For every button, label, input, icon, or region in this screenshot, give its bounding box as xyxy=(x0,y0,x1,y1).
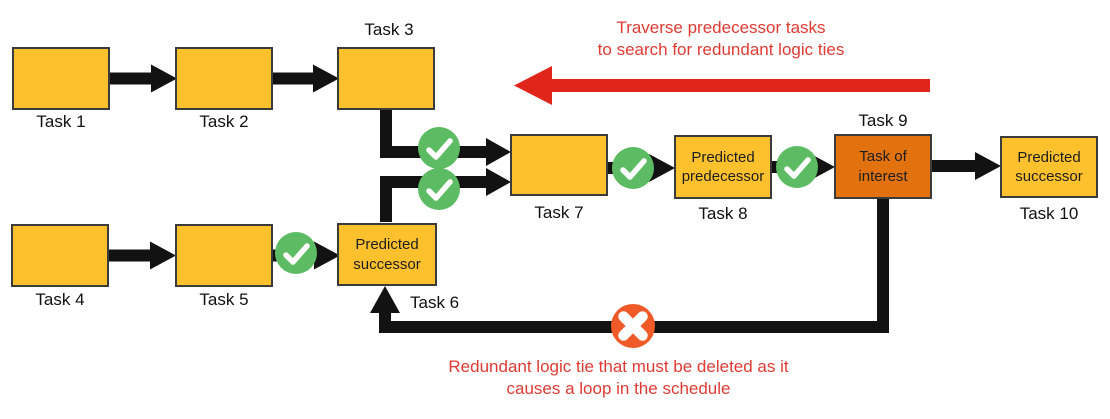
arrow-task2-to-task3 xyxy=(273,64,339,93)
task10-box: Predicted successor xyxy=(1000,136,1098,198)
redundant-tie-note-line2: causes a loop in the schedule xyxy=(506,378,731,398)
traverse-left-arrow-icon xyxy=(514,66,930,105)
task6-box: Predicted successor xyxy=(337,223,437,286)
task8-label: Task 8 xyxy=(698,204,748,223)
check-icon-task3-task7 xyxy=(418,127,460,169)
task7-box xyxy=(510,134,608,196)
task8-body-text: Predicted predecessor xyxy=(681,148,765,185)
arrow-task1-to-task2 xyxy=(110,64,177,93)
traverse-note: Traverse predecessor tasks to search for… xyxy=(531,17,911,61)
check-icon-task5-task6 xyxy=(275,232,317,274)
task9-box-task-of-interest: Task of interest xyxy=(834,134,932,199)
task1-box xyxy=(12,47,110,110)
traverse-note-line1: Traverse predecessor tasks xyxy=(616,18,826,37)
task7-label: Task 7 xyxy=(534,203,584,222)
task8-box: Predicted predecessor xyxy=(674,135,772,199)
task9-body-text: Task of interest xyxy=(858,148,908,185)
task3-box xyxy=(337,47,435,110)
arrow-task4-to-task5 xyxy=(109,241,176,270)
check-icon-task7-task8 xyxy=(612,147,654,189)
task1-label: Task 1 xyxy=(36,112,86,131)
task6-body-text: Predicted successor xyxy=(353,236,421,273)
redundant-tie-note-line1: Redundant logic tie that must be deleted… xyxy=(448,357,789,376)
task3-label: Task 3 xyxy=(364,20,414,39)
traverse-note-line2: to search for redundant logic ties xyxy=(597,39,845,59)
task5-box xyxy=(175,224,273,287)
task5-label: Task 5 xyxy=(199,290,249,309)
task9-label: Task 9 xyxy=(858,111,908,130)
task4-box xyxy=(11,224,109,287)
arrow-task9-to-task10 xyxy=(932,152,1001,180)
check-icon-task8-task9 xyxy=(776,146,818,188)
check-icon-task6-task7 xyxy=(418,168,460,210)
cross-icon-redundant-tie xyxy=(611,304,655,348)
redundant-tie-note: Redundant logic tie that must be deleted… xyxy=(386,356,851,400)
task2-label: Task 2 xyxy=(199,112,249,131)
task10-body-text: Predicted successor xyxy=(1015,148,1083,185)
task10-label: Task 10 xyxy=(1019,204,1079,223)
task4-label: Task 4 xyxy=(35,290,85,309)
task2-box xyxy=(175,47,273,110)
task6-label: Task 6 xyxy=(410,293,460,312)
